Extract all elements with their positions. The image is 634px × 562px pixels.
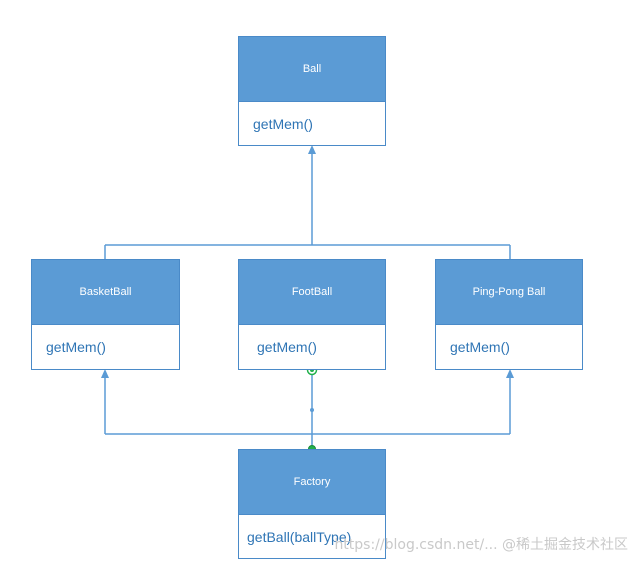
- class-box-factory[interactable]: Factory getBall(ballType): [238, 449, 386, 559]
- class-name-factory: Factory: [239, 450, 385, 515]
- arrowhead-ball: [308, 145, 316, 154]
- method-football-getmem: getMem(): [257, 339, 317, 355]
- class-name-ball: Ball: [239, 37, 385, 102]
- class-name-pingpong: Ping-Pong Ball: [436, 260, 582, 325]
- class-name-football: FootBall: [239, 260, 385, 325]
- class-box-ball[interactable]: Ball getMem(): [238, 36, 386, 146]
- watermark-text: https://blog.csdn.net/... @稀土掘金技术社区: [334, 537, 628, 553]
- class-name-basketball: BasketBall: [32, 260, 179, 325]
- method-ball-getmem: getMem(): [253, 115, 313, 132]
- class-box-pingpong[interactable]: Ping-Pong Ball getMem(): [435, 259, 583, 370]
- arrowhead-pingpong: [506, 369, 514, 378]
- class-box-football[interactable]: FootBall getMem(): [238, 259, 386, 370]
- arrowhead-basketball: [101, 369, 109, 378]
- class-box-basketball[interactable]: BasketBall getMem(): [31, 259, 180, 370]
- method-factory-getball: getBall(ballType): [247, 528, 352, 545]
- method-basketball-getmem: getMem(): [46, 339, 106, 355]
- connector-midpoint-dot: [310, 408, 314, 412]
- method-pingpong-getmem: getMem(): [450, 339, 510, 355]
